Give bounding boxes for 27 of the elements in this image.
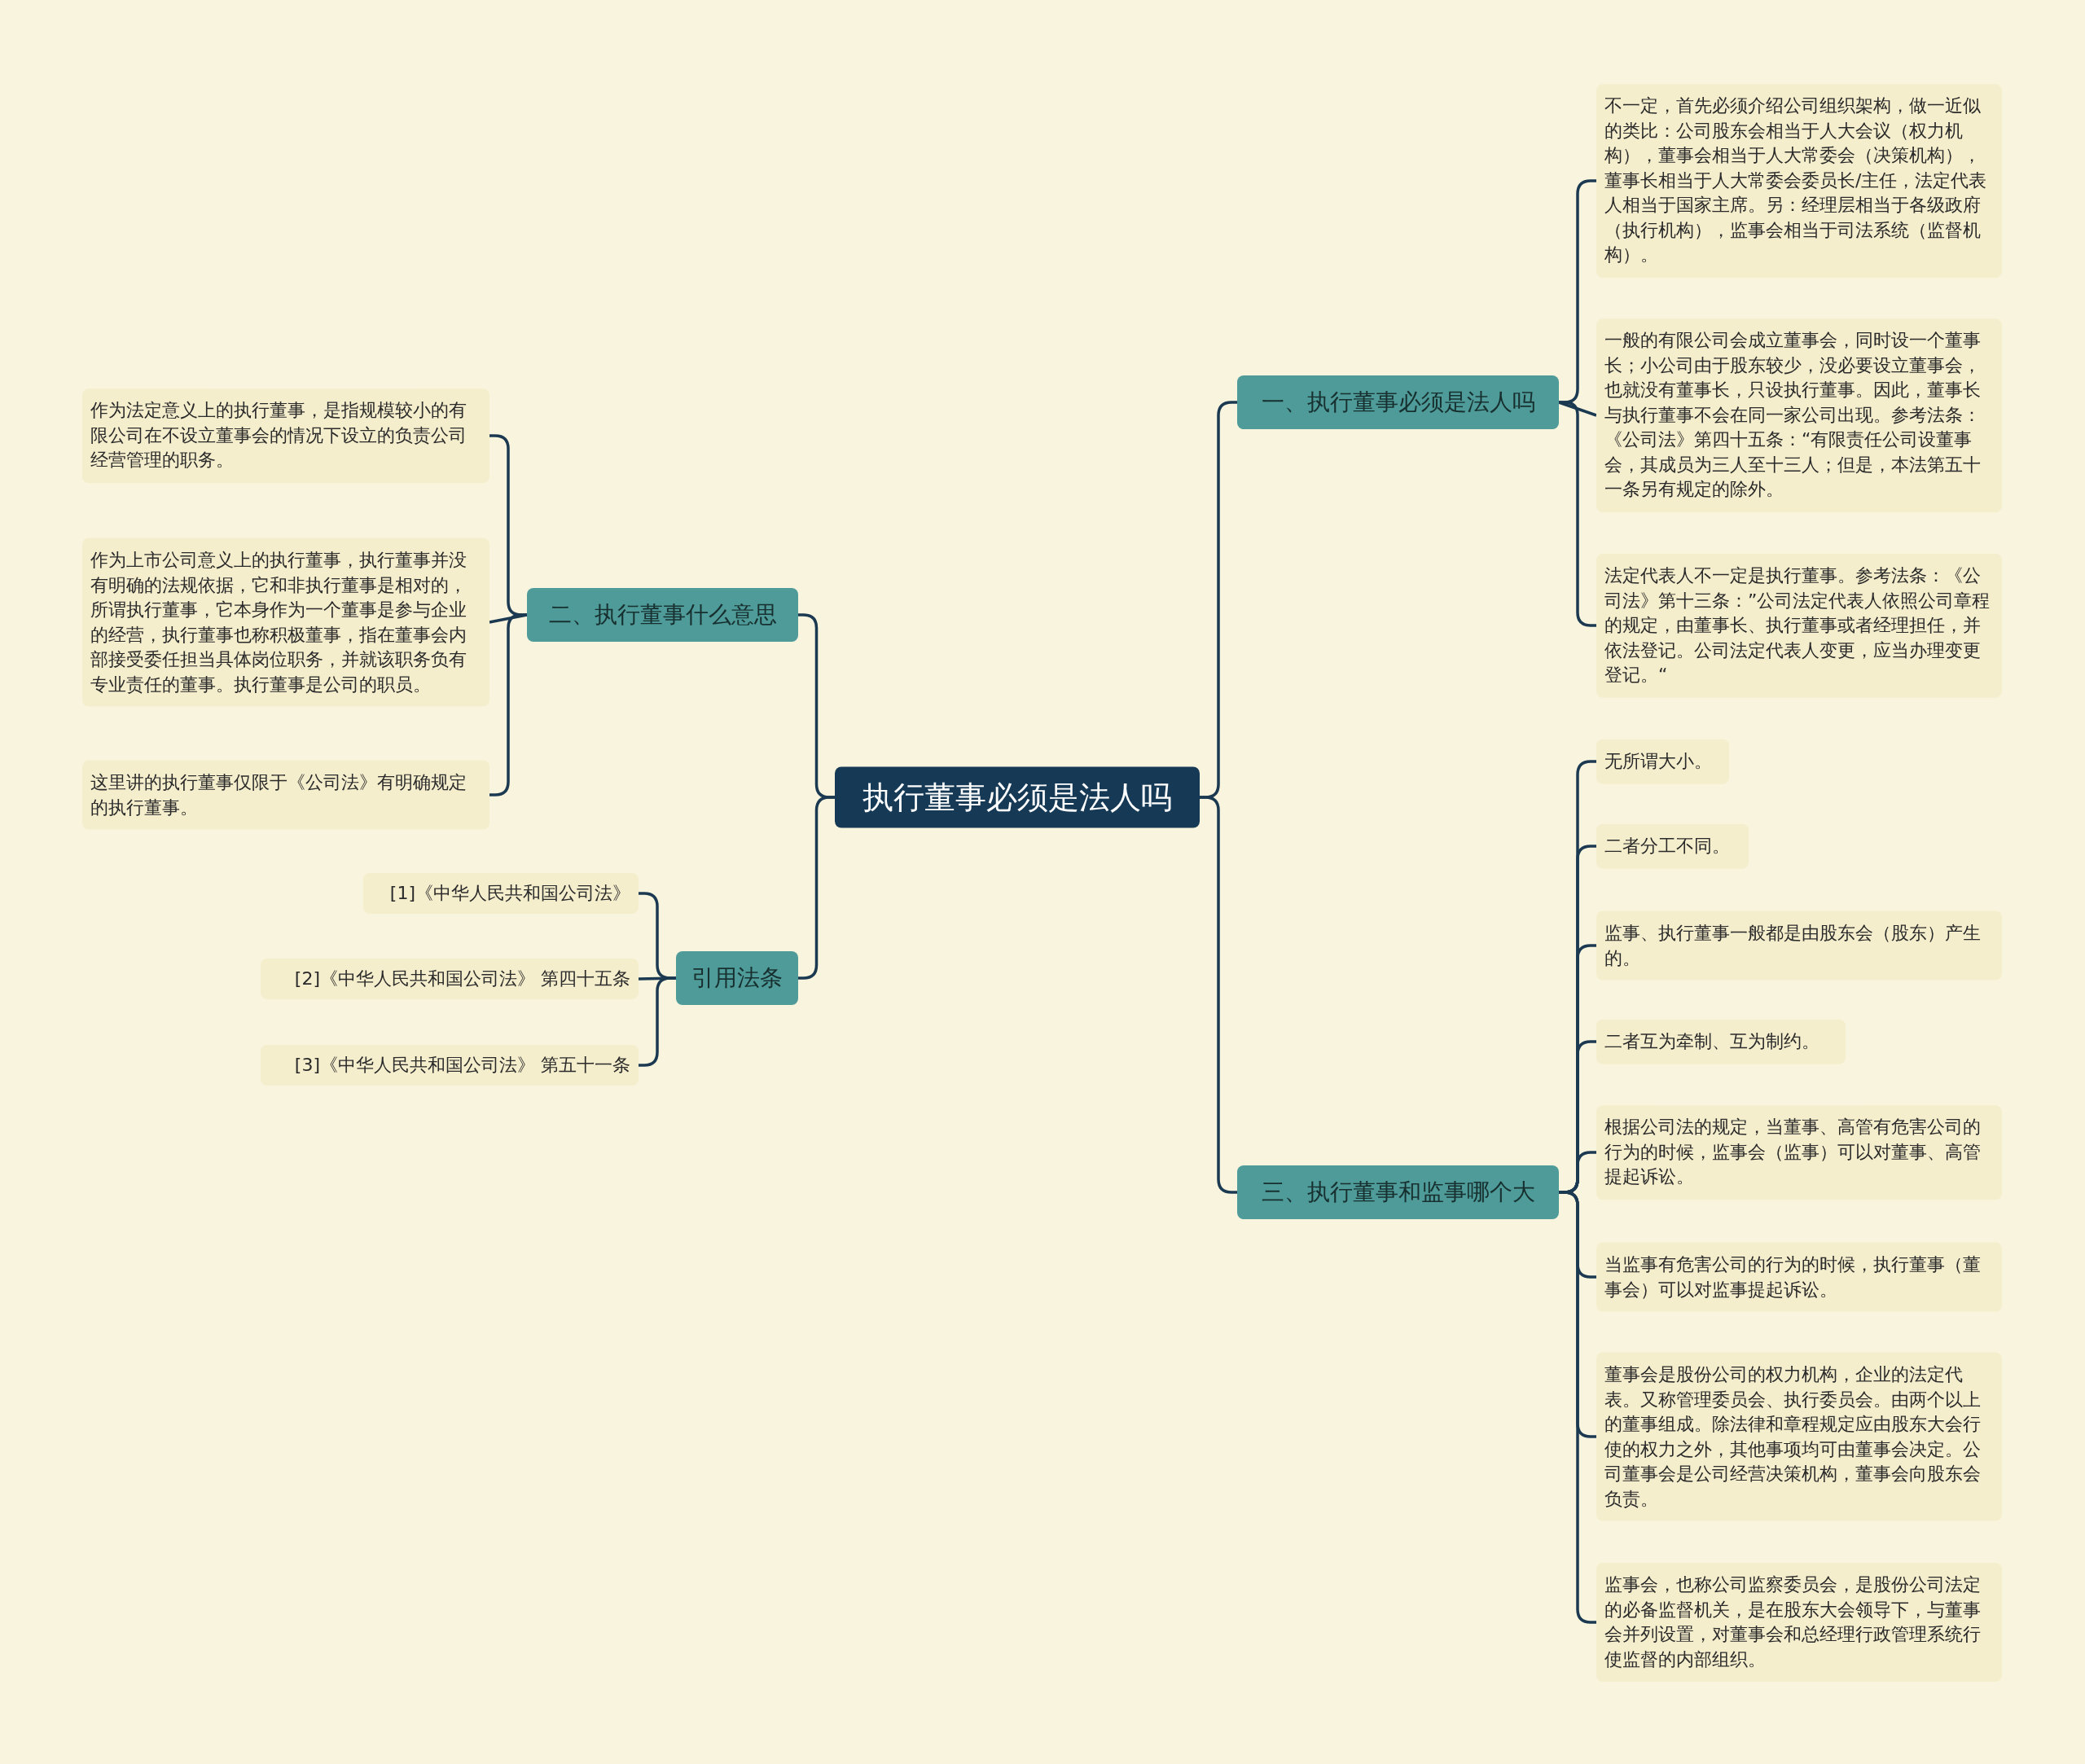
- note-box: 监事、执行董事一般都是由股东会（股东）产生的。: [1596, 911, 2002, 981]
- citation-box: [1]《中华人民共和国公司法》: [363, 873, 639, 914]
- note-box: 监事会，也称公司监察委员会，是股份公司法定的必备监督机关，是在股东大会领导下，与董事会并列设置，对董事会和总经理行政管理系统行使监督的内部组织。: [1596, 1563, 2002, 1682]
- note-box: 无所谓大小。: [1596, 739, 1729, 784]
- note-box: 二者分工不同。: [1596, 823, 1749, 869]
- note-box: 法定代表人不一定是执行董事。参考法条：《公司法》第十三条：”公司法定代表人依照公司章程的规定，由董事长、执行董事或者经理担任，并依法登记。公司法定代表人变更，应当办理变更登记。“: [1596, 553, 2002, 698]
- branch-topic-box: 二、执行董事什么意思: [527, 588, 798, 642]
- connector-line: [1200, 796, 1237, 1194]
- citation-box: [3]《中华人民共和国公司法》 第五十一条: [261, 1045, 639, 1086]
- citation-box: [2]《中华人民共和国公司法》 第四十五条: [261, 959, 639, 999]
- note-box: 一般的有限公司会成立董事会，同时设一个董事长；小公司由于股东较少，没必要设立董事会，也就没有董事长，只设执行董事。因此，董事长与执行董事不会在同一家公司出现。参考法条：《公司法》第四十五条：“有限责任公司设董事会，其成员为三人至十三人；但是，本法第五十一条另有规定的除外。: [1596, 318, 2002, 512]
- branch-topic-box: 引用法条: [676, 951, 798, 1005]
- note-box: 作为上市公司意义上的执行董事，执行董事并没有明确的法规依据，它和非执行董事是相对的，所谓执行董事，它本身作为一个董事是参与企业的经营，执行董事也称积极董事，指在董事会内部接受委任担当具体岗位职务，并就该职务负有专业责任的董事。执行董事是公司的职员。: [82, 538, 489, 707]
- note-box: 董事会是股份公司的权力机构，企业的法定代表。又称管理委员会、执行委员会。由两个以上的董事组成。除法律和章程规定应由股东大会行使的权力之外，其他事项均可由董事会决定。公司董事会是公司经营决策机构，董事会向股东会负责。: [1596, 1352, 2002, 1521]
- connector-line: [1559, 401, 1596, 627]
- connector-line: [798, 796, 835, 980]
- note-box: 这里讲的执行董事仅限于《公司法》有明确规定的执行董事。: [82, 760, 489, 830]
- connector-line: [489, 613, 527, 796]
- note-box: 二者互为牵制、互为制约。: [1596, 1019, 1846, 1064]
- note-box: 当监事有危害公司的行为的时候，执行董事（董事会）可以对监事提起诉讼。: [1596, 1242, 2002, 1312]
- branch-topic-box: 一、执行董事必须是法人吗: [1237, 375, 1559, 429]
- branch-topic-box: 三、执行董事和监事哪个大: [1237, 1165, 1559, 1219]
- note-box: 根据公司法的规定，当董事、高管有危害公司的行为的时候，监事会（监事）可以对董事、高管提起诉讼。: [1596, 1105, 2002, 1200]
- note-box: 不一定，首先必须介绍公司组织架构，做一近似的类比：公司股东会相当于人大会议（权力机构），董事会相当于人大常委会（决策机构），董事长相当于人大常委会委员长/主任，法定代表人相当于国家主席。另：经理层相当于各级政府（执行机构），监事会相当于司法系统（监督机构）。: [1596, 84, 2002, 278]
- note-box: 作为法定意义上的执行董事，是指规模较小的有限公司在不设立董事会的情况下设立的负责公司经营管理的职务。: [82, 388, 489, 483]
- connector-line: [639, 976, 676, 1067]
- central-topic-box: 执行董事必须是法人吗: [835, 766, 1200, 828]
